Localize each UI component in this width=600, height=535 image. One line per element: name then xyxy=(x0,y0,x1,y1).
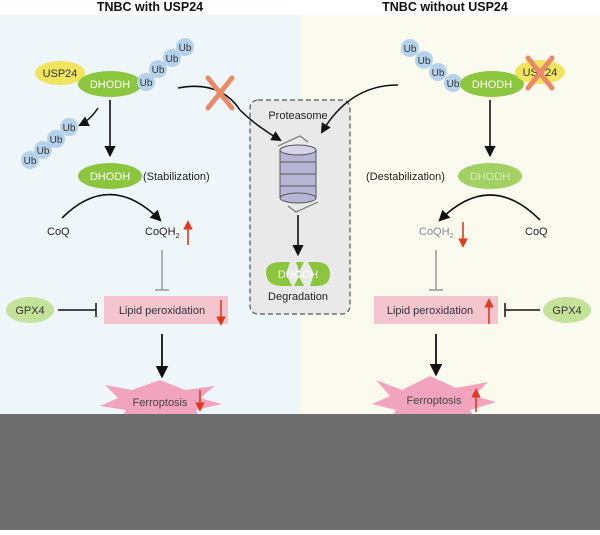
ubiquitin-label: Ub xyxy=(24,156,37,167)
dhodh-label-left-stabilized: DHODH xyxy=(90,171,130,183)
proteasome-box xyxy=(249,99,351,315)
gpx4-label-left: GPX4 xyxy=(15,305,44,317)
usp24-protein-left xyxy=(35,61,85,85)
lipid-peroxidation-box-left xyxy=(104,296,228,324)
ferroptosis-burst-left xyxy=(100,380,222,420)
ferroptosis-label-right: Ferroptosis xyxy=(406,395,462,407)
ubiquitin-label: Ub xyxy=(152,65,165,76)
ubiquitin-label: Ub xyxy=(432,68,445,79)
gpx4-label-right: GPX4 xyxy=(552,305,581,317)
ubiquitin-chain-left: Ub Ub Ub Ub xyxy=(137,38,194,91)
proteasome-icon xyxy=(277,135,319,213)
ubiquitin-label: Ub xyxy=(37,146,50,157)
usp24-absent-cross-icon xyxy=(525,55,555,91)
degraded-dhodh-label: DHODH xyxy=(278,269,318,281)
coq-label-left: CoQ xyxy=(47,226,70,238)
ubiquitin-label: Ub xyxy=(418,56,431,67)
left-panel-title: TNBC with USP24 xyxy=(97,0,203,14)
ub-release-arrow-left xyxy=(78,107,99,126)
lipid-peroxidation-box-right xyxy=(374,296,498,324)
coqh2-label-left: CoQH2 xyxy=(145,226,180,240)
stabilization-label: (Stabilization) xyxy=(143,171,210,183)
degradation-label: Degradation xyxy=(268,291,328,303)
coqh2-label-right: CoQH2 xyxy=(419,226,454,240)
dhodh-protein-right-top xyxy=(460,71,524,97)
gpx4-protein-left xyxy=(6,297,54,323)
released-ubiquitin-chain-left: Ub Ub Ub Ub xyxy=(21,118,78,169)
right-panel-title: TNBC without USP24 xyxy=(382,0,508,14)
ferroptosis-label-left: Ferroptosis xyxy=(132,397,188,409)
destabilization-label: (Destabilization) xyxy=(366,171,445,183)
proteasome-label: Proteasome xyxy=(268,110,327,122)
ubiquitin-label: Ub xyxy=(50,135,63,146)
degraded-dhodh-icon xyxy=(266,262,330,286)
usp24-label-left: USP24 xyxy=(43,68,78,80)
proteasome-entry-arrow-left xyxy=(239,109,282,142)
lipid-peroxidation-label-left: Lipid peroxidation xyxy=(119,305,205,317)
ubiquitin-label: Ub xyxy=(179,43,192,54)
blocked-cross-icon-left xyxy=(205,75,235,111)
gpx4-protein-right xyxy=(543,297,591,323)
dhodh-label-right-top: DHODH xyxy=(472,79,512,91)
dhodh-protein-right-destabilized xyxy=(458,163,522,189)
ubiquitin-label: Ub xyxy=(404,44,417,55)
degradation-path-right xyxy=(320,84,399,134)
ferroptosis-burst-right xyxy=(372,376,496,420)
ubiquitin-label: Ub xyxy=(63,123,76,134)
footer-gray-band xyxy=(0,414,600,530)
ubiquitin-chain-right: Ub Ub Ub Ub xyxy=(401,39,462,92)
coq-label-right: CoQ xyxy=(525,226,548,238)
ubiquitin-label: Ub xyxy=(166,54,179,65)
dhodh-label-right-destabilized: DHODH xyxy=(470,171,510,183)
dhodh-protein-left-top xyxy=(78,71,142,97)
coq-reduction-arrow-right xyxy=(438,194,541,222)
dhodh-label-left-top: DHODH xyxy=(90,79,130,91)
ubiquitin-label: Ub xyxy=(447,79,460,90)
ubiquitin-label: Ub xyxy=(140,78,153,89)
lipid-peroxidation-label-right: Lipid peroxidation xyxy=(387,305,473,317)
coq-reduction-arrow-left xyxy=(61,193,162,222)
dhodh-protein-left-stabilized xyxy=(78,163,142,189)
